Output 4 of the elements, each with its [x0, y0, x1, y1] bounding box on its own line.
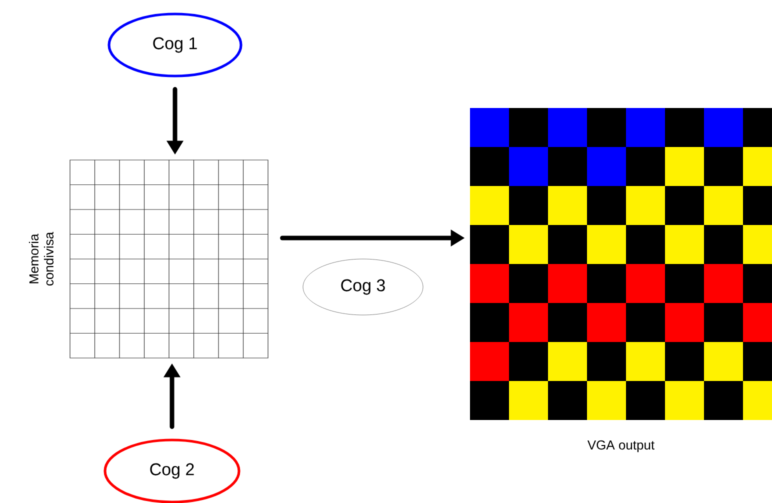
checkerboard-drawing — [470, 108, 772, 420]
caption-label: VGA output — [587, 440, 654, 452]
memory-grid-drawing — [70, 160, 268, 358]
side-label: Memoria condivisa — [28, 232, 54, 286]
